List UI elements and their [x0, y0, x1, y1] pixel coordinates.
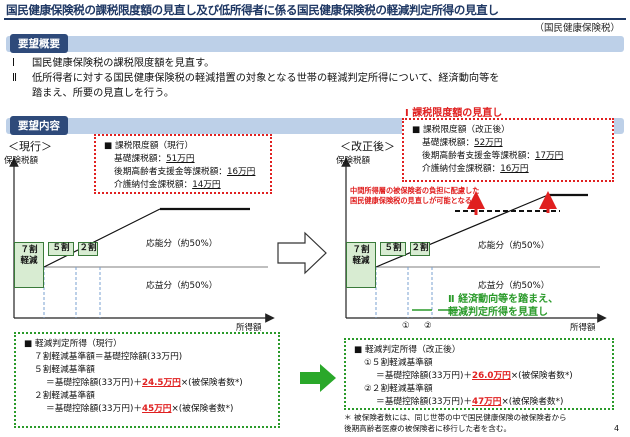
current-label: ＜現行＞: [8, 140, 52, 153]
revised-limit-row-2: 後期高齢者支援金等課税額：17万円: [422, 151, 564, 161]
green-arrow: [300, 364, 336, 392]
revise-note: Ⅱ 経済動向等を踏まえ、 軽減判定所得を見直し: [448, 294, 559, 318]
current-zone-upper: 応能分（約50%）: [146, 239, 218, 249]
current-income-r5-formula: ＝基礎控除額(33万円)＋24.5万円×(被保険者数*): [46, 378, 243, 388]
burden-note: 中間所得層の被保険者の負担に配慮した 国民健康保険税の見直しが可能となる。: [350, 186, 480, 205]
revised-y-label: 保険税額: [336, 156, 371, 166]
revised-limit-heading: Ⅰ 課税限度額の見直し: [405, 108, 503, 119]
current-income-r5: ５割軽減基準額: [34, 365, 95, 375]
revised-zone-upper: 応能分（約50%）: [478, 241, 550, 251]
revised-zone-lower: 応益分（約50%）: [478, 281, 550, 291]
revised-limit-title: ■ 課税限度額（改正後）: [412, 125, 510, 135]
subtitle: （国民健康保険税）: [534, 23, 620, 34]
current-income-r7: ７割軽減基準額＝基礎控除額(33万円): [34, 352, 183, 362]
revised-limit-box: ■ 課税限度額（改正後） 基礎課税額：52万円 後期高齢者支援金等課税額：17万…: [402, 118, 614, 182]
chip-2-revised: ２割: [410, 242, 430, 256]
revised-income-r5: ①５割軽減基準額: [364, 358, 433, 368]
current-income-r2-formula: ＝基礎控除額(33万円)＋45万円×(被保険者数*): [46, 404, 234, 414]
current-income-title: ■ 軽減判定所得（現行）: [24, 339, 122, 349]
current-limit-row-1: 基礎課税額：51万円: [114, 154, 195, 164]
current-zone-lower: 応益分（約50%）: [146, 281, 218, 291]
revised-income-box: ■ 軽減判定所得（改正後） ①５割軽減基準額 ＝基礎控除額(33万円)＋26.0…: [344, 338, 614, 410]
marker-2: ②: [424, 321, 432, 331]
current-income-box: ■ 軽減判定所得（現行） ７割軽減基準額＝基礎控除額(33万円) ５割軽減基準額…: [14, 332, 280, 428]
current-income-r2: ２割軽減基準額: [34, 391, 95, 401]
title-rule: [4, 18, 626, 20]
chip-7-revised: ７割 軽減: [346, 242, 376, 288]
chip-5-revised: ５割: [380, 242, 406, 256]
revised-income-r2-formula: ＝基礎控除額(33万円)＋47万円×(被保険者数*): [376, 397, 564, 407]
revised-income-title: ■ 軽減判定所得（改正後）: [354, 345, 461, 355]
chip-5-current: ５割: [48, 242, 74, 256]
summary-item-2-cont: 踏まえ、所要の見直しを行う。: [32, 88, 175, 99]
summary-bar: [6, 36, 624, 52]
revised-income-r2: ②２割軽減基準額: [364, 384, 433, 394]
page-number: 4: [614, 424, 620, 433]
revised-limit-row-3: 介護納付金課税額：16万円: [422, 164, 529, 174]
chip-2-current: ２割: [78, 242, 98, 256]
footnote: ＊ 被保険者数には、同じ世帯の中で国民健康保険の被保険者から 後期高齢者医療の被…: [344, 413, 567, 433]
chip-7-current: ７割 軽減: [14, 242, 44, 288]
marker-1: ①: [402, 321, 410, 331]
current-tax-curve: [43, 208, 161, 268]
current-y-label: 保険税額: [4, 156, 39, 166]
transition-arrow: [277, 231, 327, 275]
current-x-label: 所得額: [236, 323, 262, 333]
summary-heading: 要望概要: [10, 34, 68, 53]
revised-label: ＜改正後＞: [340, 140, 395, 153]
revised-x-label: 所得額: [570, 323, 596, 333]
current-limit-box: ■ 課税限度額（現行） 基礎課税額：51万円 後期高齢者支援金等課税額：16万円…: [94, 134, 272, 194]
content-heading: 要望内容: [10, 116, 68, 135]
current-limit-row-2: 後期高齢者支援金等課税額：16万円: [114, 167, 256, 177]
current-limit-row-3: 介護納付金課税額：14万円: [114, 180, 221, 190]
page-title: 国民健康保険税の課税限度額の見直し及び低所得者に係る国民健康保険税の軽減判定所得…: [6, 3, 499, 17]
revised-limit-row-1: 基礎課税額：52万円: [422, 138, 503, 148]
current-limit-title: ■ 課税限度額（現行）: [104, 141, 194, 151]
revised-income-r5-formula: ＝基礎控除額(33万円)＋26.0万円×(被保険者数*): [376, 371, 573, 381]
